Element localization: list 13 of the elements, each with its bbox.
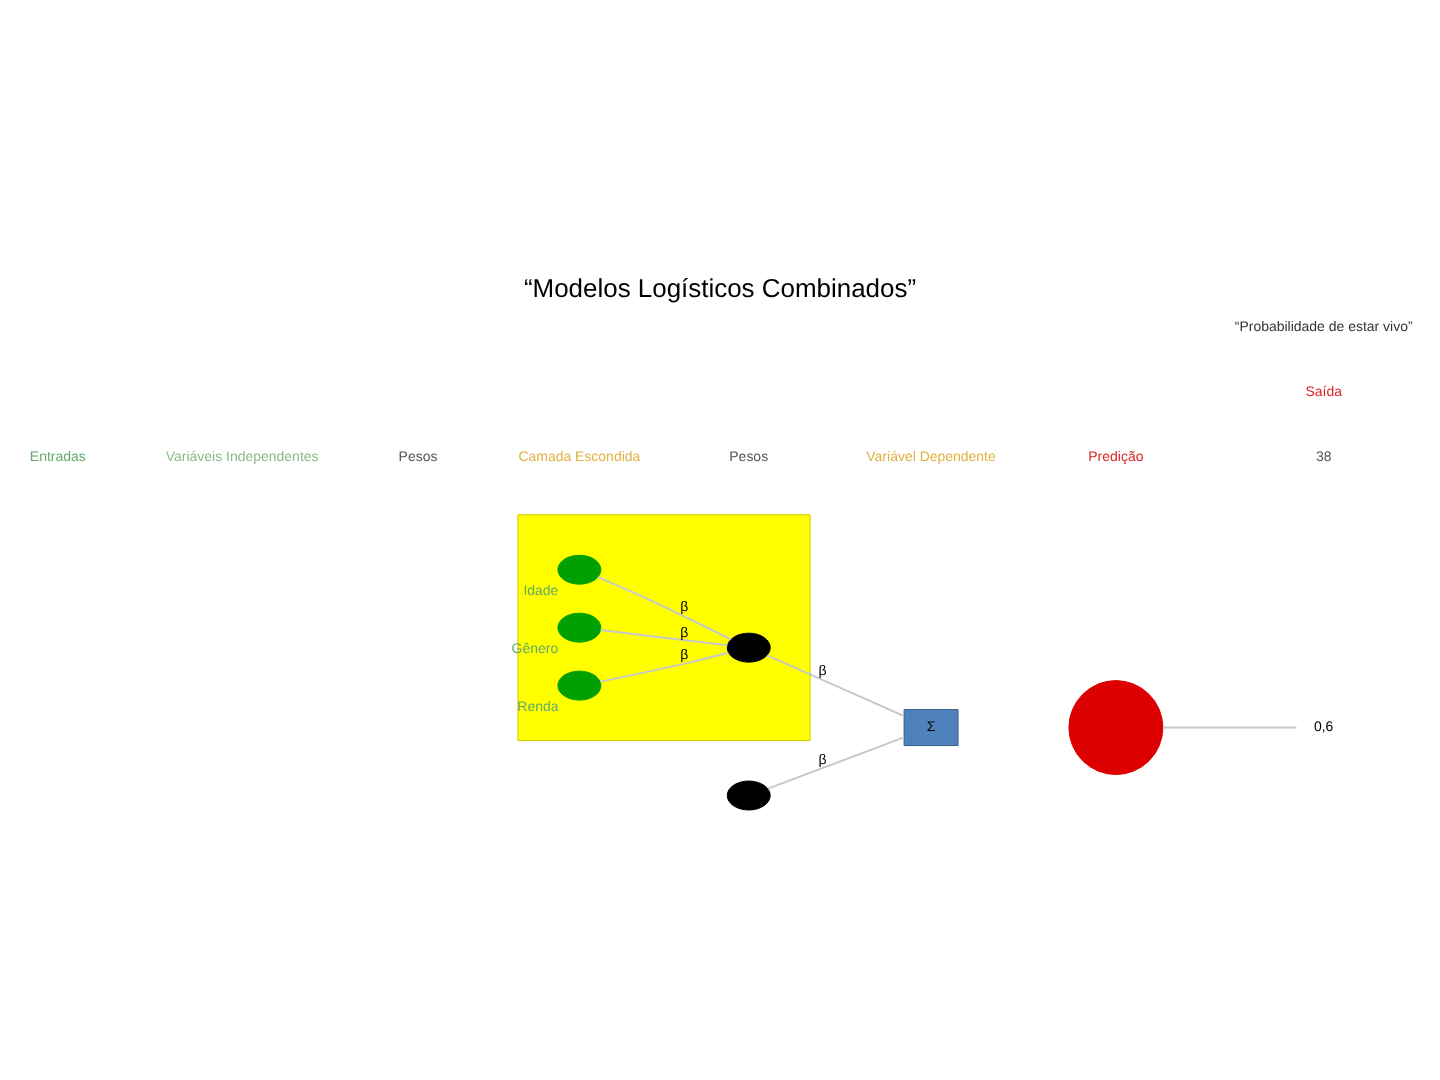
connector xyxy=(766,653,905,716)
node-circle xyxy=(726,779,771,810)
node-circle xyxy=(557,611,602,642)
node-circle xyxy=(1068,679,1164,775)
node-circle xyxy=(557,553,602,584)
diagram-title: “Modelos Logísticos Combinados” xyxy=(523,271,917,302)
connector xyxy=(596,575,732,640)
connector xyxy=(1162,725,1298,728)
connector xyxy=(767,735,905,789)
node-circle xyxy=(726,631,771,662)
connector xyxy=(599,628,729,646)
node-circle xyxy=(557,669,602,700)
connector xyxy=(599,650,730,682)
